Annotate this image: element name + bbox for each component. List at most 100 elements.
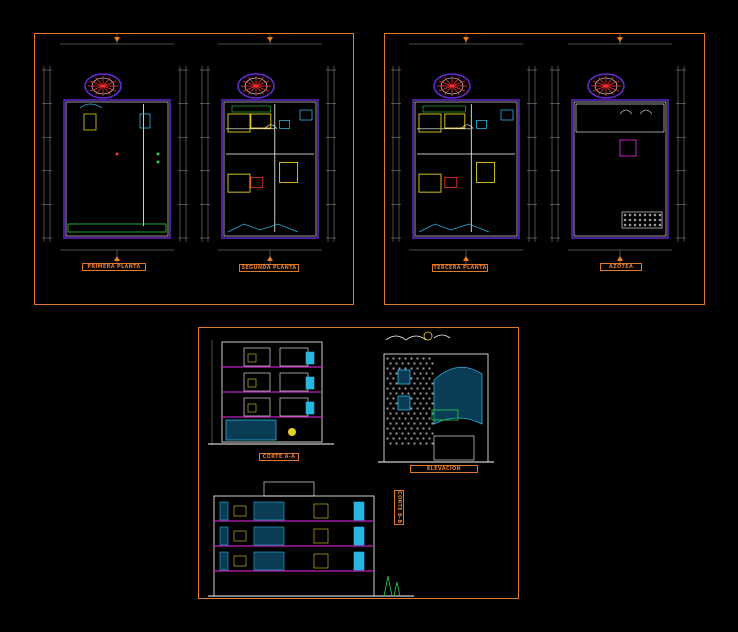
brick-hatch [410,427,413,430]
brick-hatch [392,427,395,430]
brick-hatch [401,422,404,425]
room-marker [115,152,119,156]
brick-hatch [410,397,413,400]
brick-hatch [419,412,422,415]
corte-b-b-label: CORTE B-B [394,490,404,525]
brick-hatch [416,417,419,420]
brick-hatch [428,367,431,370]
stair-tread [592,80,607,87]
brick-hatch [386,397,389,400]
brick-hatch [392,367,395,370]
brick-hatch [425,432,428,435]
brick-hatch [404,437,407,440]
section-furniture [313,503,329,519]
hatch-dot [633,213,637,217]
hatch-dot [638,223,642,227]
section-window [219,501,229,521]
brick-hatch [401,442,404,445]
brick-hatch [401,412,404,415]
section-window [305,401,315,415]
door-swing [264,124,278,129]
section-furniture [247,378,257,388]
section-room [279,347,309,367]
section-room [243,347,271,367]
terrace-edge [418,223,490,233]
stair-tread [89,85,104,92]
brick-hatch [419,372,422,375]
brick-hatch [389,412,392,415]
hatch-dot [623,213,627,217]
stair-tread [255,85,270,92]
brick-hatch [422,387,425,390]
brick-hatch [398,417,401,420]
stair-tread [255,77,264,87]
brick-hatch [428,387,431,390]
section-room [279,372,309,392]
brick-hatch [410,417,413,420]
brick-hatch [416,367,419,370]
brick-hatch [416,357,419,360]
stair-tread [102,85,117,92]
section-window [219,551,229,571]
brick-hatch [389,422,392,425]
hatch-dot [658,218,662,222]
brick-hatch [416,377,419,380]
facade-window [397,369,411,385]
stair-tread [102,77,111,87]
section-glass [253,501,285,521]
plan-inner-wall [414,101,518,237]
brick-hatch [413,442,416,445]
section-glass [253,551,285,571]
brick-hatch [395,402,398,405]
brick-hatch [404,357,407,360]
brick-hatch [395,392,398,395]
plan-outer-wall [63,99,171,239]
plan-inner-wall [65,101,169,237]
hatch-dot [623,223,627,227]
brick-hatch [398,367,401,370]
bed-block [250,113,272,129]
azotea-label: AZOTEA [600,263,642,271]
hatch-dot [653,223,657,227]
stair-tread [248,77,257,87]
brick-hatch [419,432,422,435]
door-swing [619,109,653,115]
stair-tread [89,80,104,87]
brick-hatch [416,407,419,410]
brick-hatch [419,442,422,445]
stair-tread [605,80,620,87]
brick-hatch [398,427,401,430]
stair-tread [95,85,104,95]
sheet-1-frame [34,33,354,305]
hatch-dot [648,223,652,227]
hatch-dot [638,213,642,217]
brick-hatch [407,442,410,445]
brick-hatch [395,412,398,415]
door-swing [461,124,474,129]
brick-hatch [428,357,431,360]
roof-room [575,103,665,133]
hatch-dot [643,213,647,217]
brick-hatch [410,387,413,390]
hatch-dot [628,223,632,227]
brick-hatch [431,372,434,375]
brick-hatch [428,417,431,420]
hatch-dot [648,213,652,217]
stair-tread [438,85,453,92]
stair-tread [248,85,257,95]
brick-hatch [392,377,395,380]
garage-ramp [67,223,167,233]
brick-hatch [413,432,416,435]
brick-hatch [413,372,416,375]
stair-tread [598,85,607,95]
spiral-stair [237,73,275,99]
brick-hatch [422,377,425,380]
brick-hatch [431,422,434,425]
section-furniture [313,553,329,569]
brick-hatch [407,362,410,365]
section-window [353,501,365,521]
brick-hatch [425,372,428,375]
hatch-dot [628,213,632,217]
segunda-planta-label: SEGUNDA PLANTA [239,264,299,272]
